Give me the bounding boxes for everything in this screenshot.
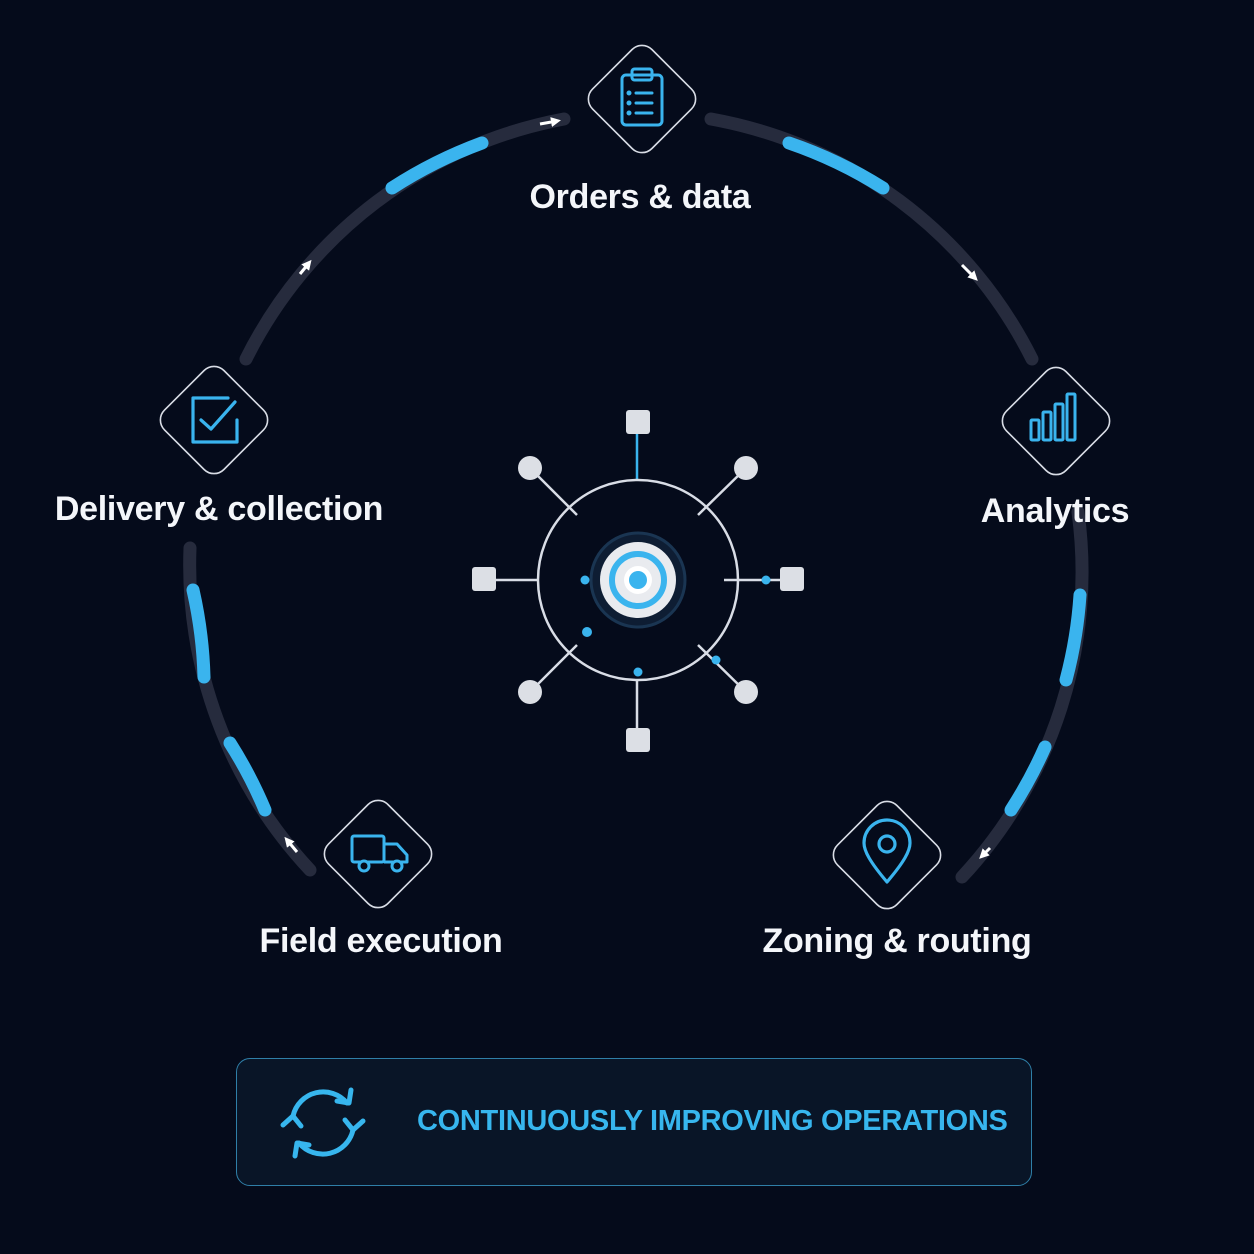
stage-node-analytics bbox=[1001, 366, 1111, 476]
flow-arrow bbox=[960, 263, 978, 281]
hub-node-circle bbox=[734, 680, 758, 704]
stage-label-field: Field execution bbox=[259, 922, 503, 960]
flow-arrows bbox=[284, 117, 992, 859]
hub-dot bbox=[633, 667, 643, 677]
hub-node-circle bbox=[518, 456, 542, 480]
hub-node-circle bbox=[518, 680, 542, 704]
hub-node-square bbox=[780, 567, 804, 591]
hub-node-square bbox=[472, 567, 496, 591]
banner-text: CONTINUOUSLY IMPROVING OPERATIONS bbox=[417, 1105, 1008, 1137]
hub-node-square bbox=[626, 728, 650, 752]
bar-chart-icon bbox=[1029, 392, 1077, 442]
hub-network bbox=[472, 410, 804, 752]
cycle-track-highlights bbox=[186, 136, 1087, 817]
hub-node-square bbox=[626, 410, 650, 434]
flow-arrow bbox=[298, 259, 312, 275]
hub-dot bbox=[582, 627, 592, 637]
map-pin-icon bbox=[862, 818, 912, 884]
flow-arrow bbox=[539, 117, 561, 127]
flow-arrow bbox=[979, 846, 992, 859]
continuous-improvement-banner: CONTINUOUSLY IMPROVING OPERATIONS bbox=[236, 1058, 1032, 1186]
truck-icon bbox=[350, 834, 409, 873]
flow-arrow bbox=[284, 836, 299, 853]
stage-label-zoning: Zoning & routing bbox=[762, 922, 1032, 960]
stage-node-orders bbox=[587, 44, 697, 154]
stage-label-delivery: Delivery & collection bbox=[54, 490, 384, 528]
stage-label-orders: Orders & data bbox=[529, 178, 751, 216]
target-icon bbox=[589, 531, 687, 629]
cycle-track bbox=[183, 112, 1089, 884]
refresh-cycle-icon bbox=[280, 1087, 366, 1159]
stage-node-field bbox=[323, 799, 433, 909]
hub-ring bbox=[536, 478, 740, 682]
stage-label-analytics: Analytics bbox=[980, 492, 1130, 530]
stage-node-delivery bbox=[159, 365, 269, 475]
hub-dot bbox=[580, 575, 590, 585]
hub-dot bbox=[761, 575, 771, 585]
hub-dot bbox=[711, 655, 721, 665]
clipboard-icon bbox=[620, 67, 664, 127]
stage-node-zoning bbox=[832, 800, 942, 910]
checkbox-icon bbox=[191, 396, 239, 444]
hub-node-circle bbox=[734, 456, 758, 480]
